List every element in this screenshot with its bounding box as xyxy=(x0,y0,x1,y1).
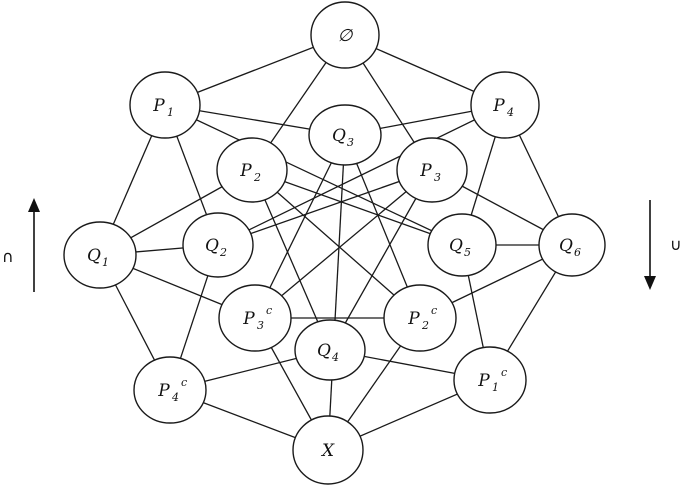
node-label: Q xyxy=(559,236,573,256)
edge-P3-Q2 xyxy=(217,169,433,246)
node-label: P xyxy=(242,309,255,329)
node-circle xyxy=(538,213,606,277)
edge-Q3-X xyxy=(327,134,346,451)
left-arrow-up xyxy=(28,198,40,292)
node-circle xyxy=(470,71,540,139)
node-empty: ∅ xyxy=(310,1,380,69)
node-label: P xyxy=(407,309,420,329)
node-subscript: 4 xyxy=(171,391,179,404)
node-label: P xyxy=(152,96,165,116)
edge-P2-P2c xyxy=(251,169,421,319)
node-subscript: 6 xyxy=(574,246,581,259)
node-subscript: 3 xyxy=(257,319,264,332)
node-circle xyxy=(129,71,201,139)
node-circle xyxy=(383,284,457,352)
node-subscript: 5 xyxy=(464,246,471,259)
node-circle xyxy=(294,319,366,381)
node-circle xyxy=(216,137,288,203)
edge-P3-Q4 xyxy=(329,169,433,351)
node-subscript: 2 xyxy=(253,171,261,184)
node-circle xyxy=(308,104,382,166)
node-label: P xyxy=(477,371,490,391)
node-subscript: 2 xyxy=(219,246,227,259)
edge-P2-Q5 xyxy=(251,169,463,246)
node-circle xyxy=(453,346,527,414)
node-circle xyxy=(292,415,364,485)
node-label: X xyxy=(320,441,335,461)
node-label: Q xyxy=(317,341,331,361)
node-label: P xyxy=(492,96,505,116)
node-label: Q xyxy=(87,246,101,266)
node-circle xyxy=(218,284,292,352)
node-label: P xyxy=(157,381,170,401)
node-label: P xyxy=(419,161,432,181)
node-subscript: 4 xyxy=(331,351,339,364)
node-superscript: c xyxy=(266,304,272,317)
edge-P3-P3c xyxy=(254,169,433,319)
node-label: Q xyxy=(332,126,346,146)
union-label: ∪ xyxy=(670,235,682,254)
node-label: ∅ xyxy=(338,26,354,46)
node-circle xyxy=(133,356,207,424)
node-subscript: 1 xyxy=(167,106,174,119)
node-X: X xyxy=(292,415,364,485)
node-subscript: 2 xyxy=(421,319,429,332)
node-circle xyxy=(396,137,468,203)
node-label: Q xyxy=(449,236,463,256)
node-superscript: c xyxy=(501,366,507,379)
node-subscript: 3 xyxy=(347,136,354,149)
node-label: P xyxy=(239,161,252,181)
node-circle xyxy=(427,213,497,277)
node-subscript: 3 xyxy=(434,171,441,184)
node-label: Q xyxy=(205,236,219,256)
node-circle xyxy=(63,221,137,289)
right-arrow-down xyxy=(644,200,656,290)
node-subscript: 4 xyxy=(506,106,514,119)
node-circle xyxy=(310,1,380,69)
node-superscript: c xyxy=(181,376,187,389)
node-circle xyxy=(182,212,254,278)
node-superscript: c xyxy=(431,304,437,317)
edge-P1-Q5 xyxy=(164,104,463,246)
node-subscript: 1 xyxy=(492,381,499,394)
intersection-label: ∩ xyxy=(2,247,14,266)
node-subscript: 1 xyxy=(102,256,109,269)
